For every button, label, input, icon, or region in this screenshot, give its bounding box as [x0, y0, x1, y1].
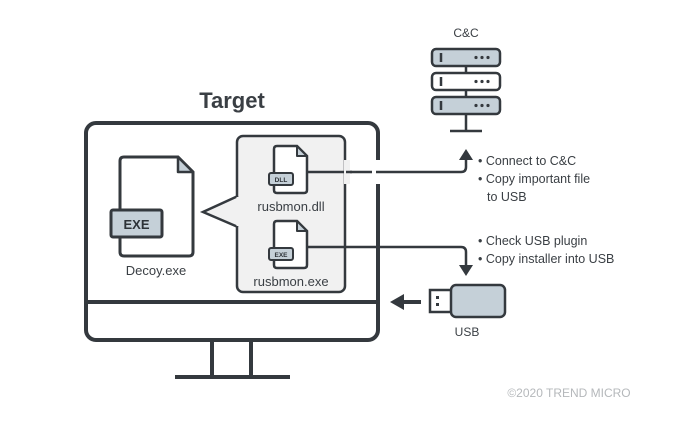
- copyright: ©2020 TREND MICRO: [507, 386, 630, 400]
- dll-file-icon: [268, 144, 309, 195]
- arrow-left-icon: [390, 294, 404, 310]
- dll-action-2: • Copy important file: [478, 172, 590, 186]
- target-title: Target: [199, 88, 265, 113]
- dll-filename: rusbmon.dll: [257, 199, 324, 214]
- arrow-up-icon: [459, 149, 473, 160]
- usb-to-target-arrow: [390, 294, 421, 310]
- dll-badge: DLL: [275, 177, 288, 184]
- arrow-down-icon: [459, 265, 473, 276]
- dll-to-cnc-arrow: [307, 158, 468, 174]
- callout-pointer: [199, 194, 239, 229]
- exe-badge: EXE: [274, 252, 288, 259]
- usb-label: USB: [455, 325, 480, 339]
- dll-action-3: to USB: [487, 190, 527, 204]
- cnc-label: C&C: [453, 26, 479, 40]
- usb-drive-icon: [428, 283, 507, 319]
- exe-filename: rusbmon.exe: [253, 274, 328, 289]
- decoy-badge: EXE: [123, 217, 149, 232]
- exe-file-icon: [268, 219, 309, 270]
- server-icon: [430, 47, 502, 133]
- dll-action-1: • Connect to C&C: [478, 154, 576, 168]
- decoy-filename: Decoy.exe: [126, 263, 186, 278]
- decoy-file-icon: [109, 155, 195, 258]
- exe-action-2: • Copy installer into USB: [478, 252, 614, 266]
- exe-to-usb-arrow: [307, 245, 468, 266]
- exe-action-1: • Check USB plugin: [478, 234, 587, 248]
